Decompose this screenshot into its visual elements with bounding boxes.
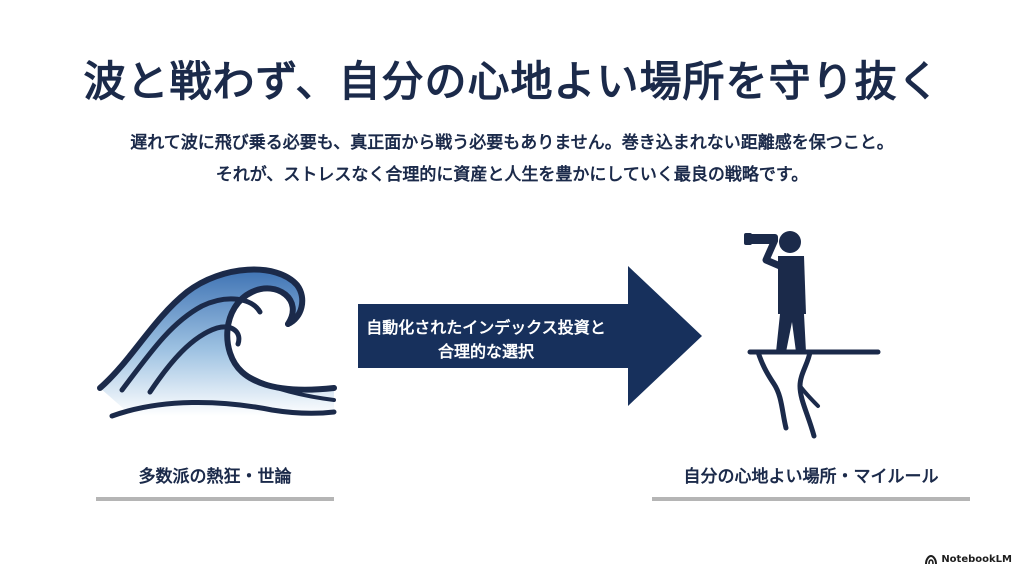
right-arrow-icon <box>358 266 702 406</box>
wave-icon <box>97 266 337 419</box>
subtitle-line-2: それが、ストレスなく合理的に資産と人生を豊かにしていく最良の戦略です。 <box>215 165 809 185</box>
arrow-label: 自動化されたインデックス投資と 合理的な選択 <box>362 316 610 364</box>
slide-title: 波と戦わず、自分の心地よい場所を守り抜く <box>83 57 941 106</box>
arrow-label-line-2: 合理的な選択 <box>437 342 534 361</box>
brand-name: NotebookLM <box>941 554 1012 565</box>
wave-label: 多数派の熱狂・世論 <box>138 467 292 487</box>
brand-badge: NotebookLM <box>925 554 1012 565</box>
wave-underline <box>96 497 334 501</box>
arrow-label-line-1: 自動化されたインデックス投資と <box>366 318 606 337</box>
subtitle-line-1: 遅れて波に飛び乗る必要も、真正面から戦う必要もありません。巻き込まれない距離感を… <box>130 133 894 153</box>
notebooklm-logo-icon <box>925 554 938 564</box>
safe-place-label: 自分の心地よい場所・マイルール <box>683 467 939 487</box>
safe-place-underline <box>652 497 970 501</box>
person-with-binoculars-on-cliff-icon <box>744 231 881 439</box>
